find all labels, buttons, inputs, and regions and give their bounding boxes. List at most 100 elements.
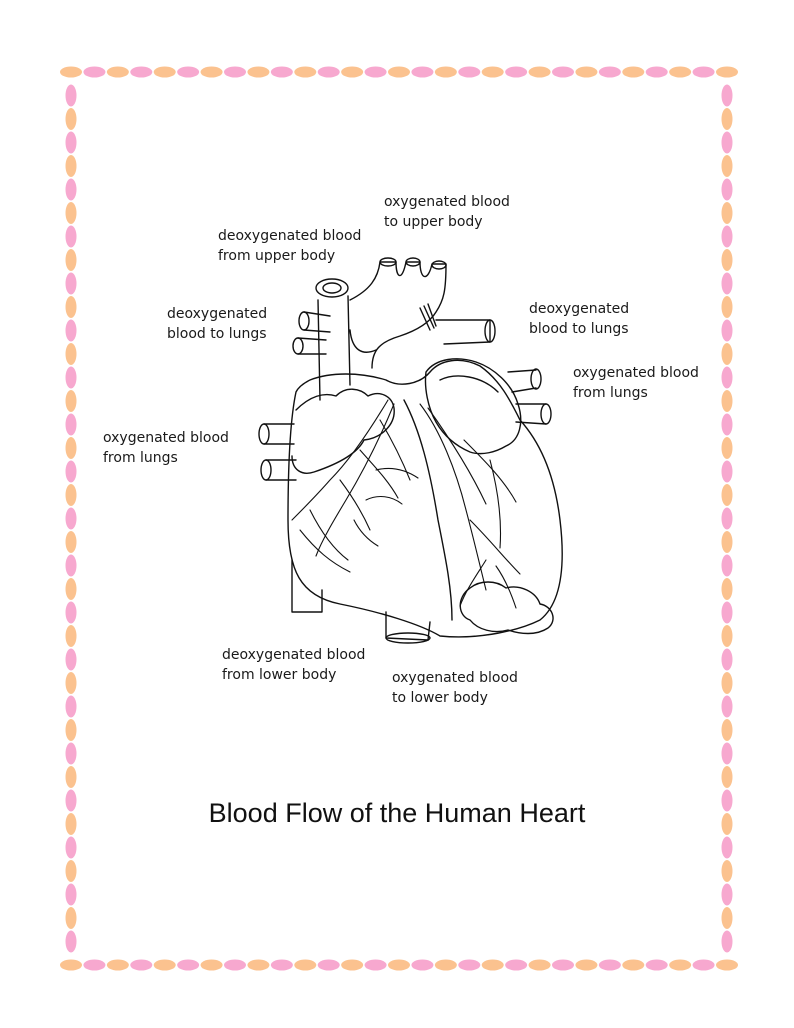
- border-dot: [224, 959, 246, 971]
- border-dot: [130, 66, 153, 78]
- border-dot: [721, 343, 733, 365]
- border-dot: [65, 272, 77, 295]
- label-line: to lower body: [392, 690, 488, 706]
- border-dot: [411, 66, 434, 78]
- superior-vena-cava: [315, 278, 351, 401]
- heart-diagram: [258, 257, 563, 644]
- border-dot: [481, 959, 504, 971]
- border-dot: [721, 507, 733, 530]
- border-dot: [65, 531, 77, 553]
- border-dot: [153, 959, 176, 971]
- border-dot: [83, 66, 106, 78]
- border-dot: [65, 601, 77, 624]
- border-dot: [65, 108, 77, 130]
- border-dot: [434, 66, 457, 78]
- border-dot: [106, 66, 129, 78]
- border-dot: [721, 813, 733, 835]
- border-dot: [65, 695, 77, 718]
- label-deoxygenated-from-lower-body: deoxygenated blood from lower body: [222, 645, 365, 685]
- border-dot: [721, 437, 733, 459]
- heart-body: [287, 358, 563, 644]
- border-dot: [65, 907, 77, 929]
- border-dot: [130, 959, 153, 971]
- border-dot: [270, 66, 293, 78]
- border-dot: [60, 959, 82, 971]
- pulmonary-veins-right: [507, 368, 552, 425]
- border-dot: [528, 66, 551, 78]
- border-dot: [200, 959, 223, 971]
- border-dot: [65, 507, 77, 530]
- border-dot: [721, 319, 733, 342]
- border-dot: [177, 959, 200, 971]
- border-dot: [721, 460, 733, 483]
- label-deoxygenated-to-lungs-left: deoxygenated blood to lungs: [167, 304, 267, 344]
- border-dot: [200, 66, 223, 78]
- border-dot: [721, 413, 733, 436]
- border-dot: [721, 789, 733, 812]
- label-line: deoxygenated blood: [218, 228, 362, 244]
- border-dot: [721, 272, 733, 295]
- label-line: blood to lungs: [529, 321, 629, 337]
- label-line: oxygenated blood: [103, 430, 229, 446]
- border-dot: [388, 66, 410, 78]
- border-dot: [692, 66, 715, 78]
- border-dot: [65, 366, 77, 389]
- border-dot: [294, 959, 317, 971]
- border-dot: [65, 84, 77, 107]
- label-line: from lower body: [222, 667, 337, 683]
- border-dot: [65, 625, 77, 647]
- border-dot: [721, 742, 733, 765]
- border-dot: [65, 836, 77, 859]
- border-dot: [270, 959, 293, 971]
- border-dot: [721, 766, 733, 788]
- border-dot: [65, 390, 77, 412]
- border-dot: [65, 319, 77, 342]
- aortic-arch: [349, 257, 447, 369]
- border-dot: [481, 66, 504, 78]
- border-dot: [716, 66, 738, 78]
- border-dot: [247, 66, 270, 78]
- border-dot: [153, 66, 176, 78]
- border-dot: [598, 959, 621, 971]
- border-dot: [645, 959, 668, 971]
- border-dot: [645, 66, 668, 78]
- border-dot: [364, 959, 387, 971]
- border-dot: [721, 883, 733, 906]
- border-dot: [622, 66, 645, 78]
- border-dot: [721, 531, 733, 553]
- border-dot: [65, 155, 77, 177]
- border-dot: [721, 672, 733, 694]
- border-dot: [721, 484, 733, 506]
- border-dot: [177, 66, 200, 78]
- border-dot: [65, 131, 77, 154]
- label-line: oxygenated blood: [392, 670, 518, 686]
- page-title: Blood Flow of the Human Heart: [208, 798, 586, 828]
- border-dot: [721, 836, 733, 859]
- border-dot: [721, 907, 733, 929]
- border-dot: [65, 719, 77, 741]
- border-dot: [721, 131, 733, 154]
- border-dot: [65, 484, 77, 506]
- border-dot: [721, 366, 733, 389]
- border-dot: [528, 959, 551, 971]
- border-dot: [721, 390, 733, 412]
- border-dot: [669, 959, 692, 971]
- border-dot: [721, 202, 733, 224]
- label-line: deoxygenated blood: [222, 647, 366, 663]
- border-dot: [65, 249, 77, 271]
- border-dot: [721, 249, 733, 271]
- border-dot: [65, 437, 77, 459]
- border-dot: [65, 648, 77, 671]
- border-dot: [65, 883, 77, 906]
- label-line: from upper body: [218, 248, 336, 264]
- label-oxygenated-to-upper-body: oxygenated blood to upper body: [384, 192, 510, 232]
- border-dot: [434, 959, 457, 971]
- border-dot: [65, 178, 77, 201]
- border-dot: [65, 789, 77, 812]
- border-dot: [65, 742, 77, 765]
- border-dot: [721, 554, 733, 577]
- border-dot: [83, 959, 106, 971]
- border-dot: [721, 225, 733, 248]
- border-dot: [65, 860, 77, 882]
